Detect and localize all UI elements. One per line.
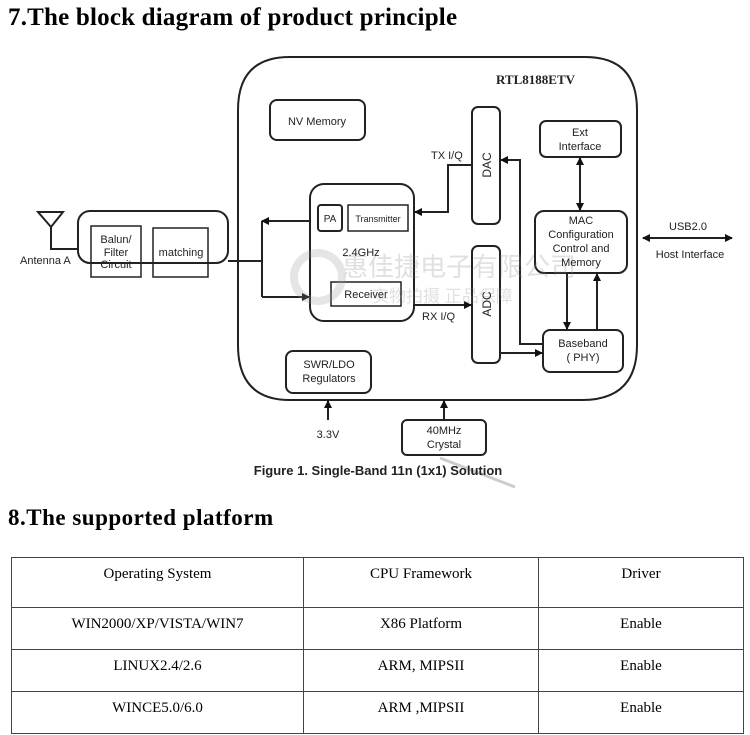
chip-outline [237, 56, 638, 401]
mac-label-1: MAC [569, 215, 594, 227]
mac-label-2: Configuration [548, 229, 613, 241]
adc-label: ADC [480, 291, 494, 317]
watermark-line-1: 惠佳捷电子有限公司 [342, 252, 576, 282]
antenna-label: Antenna A [20, 255, 71, 267]
usb-label: USB2.0 [669, 221, 707, 233]
cell-cpu: ARM, MIPSII [303, 649, 539, 692]
transmitter-label: Transmitter [355, 214, 400, 224]
voltage-label: 3.3V [317, 429, 340, 441]
nv-memory-label: NV Memory [288, 116, 347, 128]
mac-label-3: Control and [553, 243, 610, 255]
header-driver: Driver [538, 557, 744, 608]
ext-interface-label-2: Interface [559, 141, 602, 153]
baseband-label-2: ( PHY) [567, 352, 600, 364]
transmitter-block [347, 204, 409, 232]
antenna-icon [35, 211, 66, 229]
balun-label-2: Filter [104, 247, 129, 259]
pa-block [317, 204, 343, 232]
receiver-label: Receiver [344, 289, 388, 301]
platform-table: Operating System CPU Framework Driver WI… [11, 557, 744, 734]
cell-cpu: X86 Platform [303, 607, 539, 650]
table-row: WIN2000/XP/VISTA/WIN7 X86 Platform Enabl… [11, 607, 744, 650]
dac-label: DAC [480, 152, 494, 178]
cell-driver: Enable [538, 691, 744, 734]
figure-caption: Figure 1. Single-Band 11n (1x1) Solution [254, 463, 503, 478]
baseband-block [542, 329, 624, 373]
table-row: WINCE5.0/6.0 ARM ,MIPSII Enable [11, 691, 744, 734]
table-header-row: Operating System CPU Framework Driver [11, 557, 744, 608]
cell-os: WIN2000/XP/VISTA/WIN7 [11, 607, 304, 650]
crystal-label-1: 40MHz [427, 425, 462, 437]
balun-label-3: Circuit [100, 259, 131, 271]
header-cpu: CPU Framework [303, 557, 539, 608]
regulators-label-1: SWR/LDO [303, 359, 355, 371]
header-os: Operating System [11, 557, 304, 608]
matching-label: matching [159, 247, 204, 259]
tx-iq-label: TX I/Q [431, 150, 463, 162]
adc-block [471, 245, 501, 364]
crystal-label-2: Crystal [427, 439, 461, 451]
cell-driver: Enable [538, 649, 744, 692]
baseband-label-1: Baseband [558, 338, 608, 350]
ext-interface-label-1: Ext [572, 127, 588, 139]
balun-label-1: Balun/ [100, 234, 132, 246]
regulators-label-2: Regulators [302, 373, 356, 385]
section-7-heading: 7.The block diagram of product principle [8, 4, 458, 31]
cell-os: WINCE5.0/6.0 [11, 691, 304, 734]
matching-block [152, 227, 209, 278]
cell-os: LINUX2.4/2.6 [11, 649, 304, 692]
rf-frequency-label: 2.4GHz [342, 247, 379, 259]
receiver-block [330, 281, 402, 307]
mac-block [534, 210, 628, 274]
table-row: LINUX2.4/2.6 ARM, MIPSII Enable [11, 649, 744, 692]
cell-driver: Enable [538, 607, 744, 650]
mac-label-4: Memory [561, 257, 601, 269]
regulators-block [285, 350, 372, 394]
watermark-line-2: 实物拍摄 正品保障 [372, 287, 513, 306]
section-8-heading: 8.The supported platform [8, 505, 274, 530]
rf-block [309, 183, 415, 322]
balun-block [90, 225, 142, 278]
cell-cpu: ARM ,MIPSII [303, 691, 539, 734]
pa-label: PA [324, 214, 337, 225]
host-interface-label: Host Interface [656, 249, 724, 261]
chip-label: RTL8188ETV [496, 72, 576, 87]
watermark: 惠佳捷电子有限公司 实物拍摄 正品保障 [290, 249, 576, 306]
block-diagram: 惠佳捷电子有限公司 实物拍摄 正品保障 RTL8188ETV NV Memory… [20, 56, 733, 489]
nv-memory-block [269, 99, 366, 141]
rx-iq-label: RX I/Q [422, 311, 455, 323]
